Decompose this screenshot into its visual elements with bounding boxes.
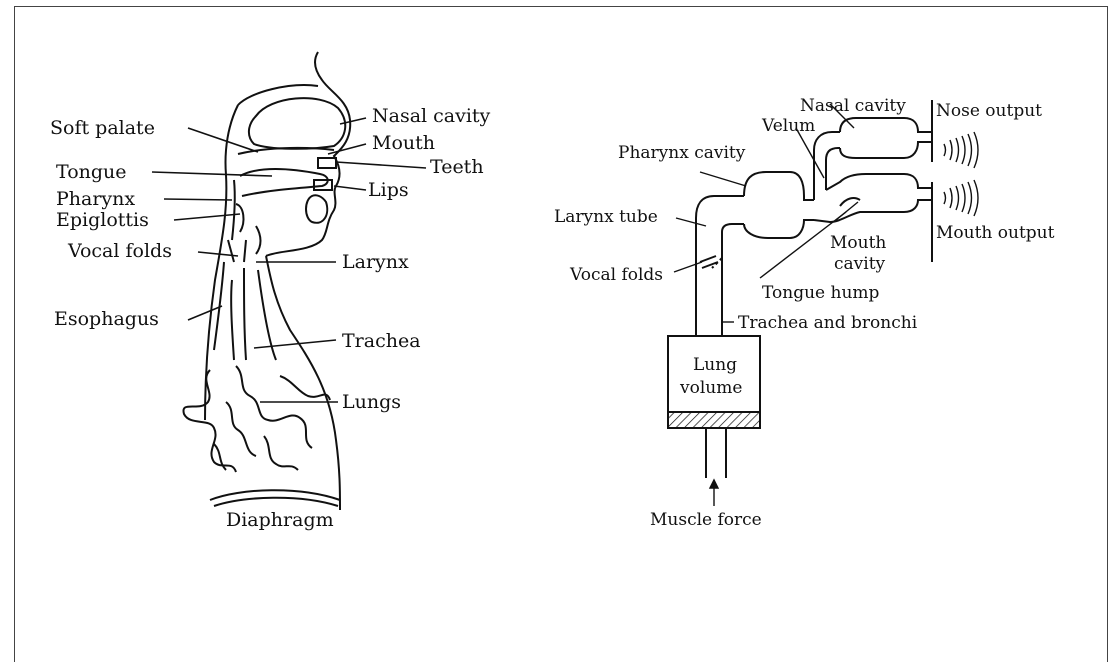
label-mouth: Mouth [372, 132, 435, 154]
label-model-nasal-cavity: Nasal cavity [800, 96, 906, 116]
model-leader-lines [674, 104, 858, 506]
label-pharynx: Pharynx [56, 188, 135, 210]
label-larynx-tube: Larynx tube [554, 207, 658, 227]
label-soft-palate: Soft palate [50, 117, 155, 139]
label-pharynx-cavity: Pharynx cavity [618, 143, 746, 163]
label-trachea: Trachea [342, 330, 421, 352]
label-vocal-folds: Vocal folds [67, 240, 172, 262]
label-trachea-bronchi: Trachea and bronchi [738, 313, 918, 333]
mouth-sound-waves [944, 180, 978, 216]
label-mouth-output: Mouth output [936, 223, 1055, 243]
label-lung: Lung [693, 355, 737, 375]
label-lungs: Lungs [342, 391, 401, 413]
label-tongue-hump: Tongue hump [762, 283, 880, 303]
label-model-vocal-folds: Vocal folds [569, 265, 663, 285]
label-velum: Velum [761, 116, 815, 136]
label-nasal-cavity: Nasal cavity [372, 105, 491, 127]
label-mouth-cavity-1: Mouth [830, 233, 886, 253]
label-tongue: Tongue [56, 161, 127, 183]
nose-sound-waves [944, 132, 978, 168]
label-larynx: Larynx [342, 251, 409, 273]
label-epiglottis: Epiglottis [56, 209, 149, 231]
label-esophagus: Esophagus [54, 308, 159, 330]
label-lips: Lips [368, 179, 409, 201]
anatomy-illustration [183, 52, 350, 510]
label-mouth-cavity-2: cavity [834, 254, 886, 274]
label-muscle-force: Muscle force [650, 510, 762, 530]
label-diaphragm: Diaphragm [226, 509, 334, 531]
label-teeth: Teeth [430, 156, 484, 178]
label-nose-output: Nose output [936, 101, 1042, 121]
label-volume: volume [679, 378, 742, 398]
